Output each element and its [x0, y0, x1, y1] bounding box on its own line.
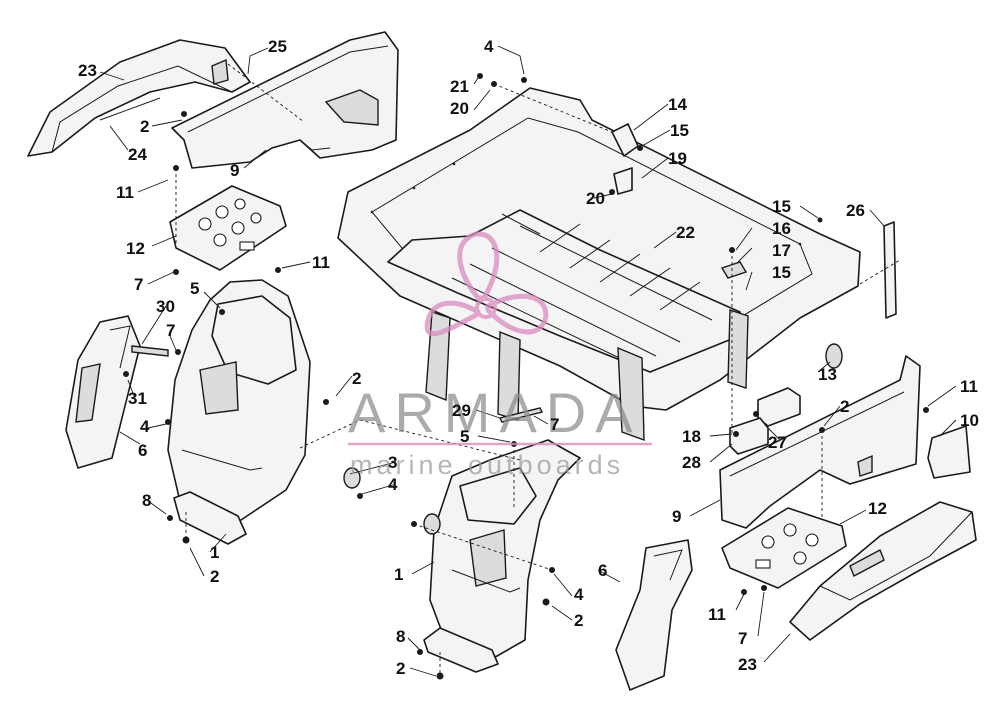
callout-c-2-low: 2 — [574, 611, 583, 630]
callout-c-11-right: 11 — [960, 377, 978, 396]
part-23-right-fender — [789, 501, 977, 641]
part-29-bar — [498, 407, 544, 423]
callout-c-15-mid: 15 — [772, 263, 791, 282]
callout-c-16: 16 — [772, 219, 791, 238]
callout-c-20-mid: 20 — [586, 189, 605, 208]
callout-c-12-right: 12 — [868, 499, 887, 518]
part-16-plate — [720, 261, 748, 279]
logo-petal-icon — [457, 231, 500, 301]
callout-c-18: 18 — [682, 427, 701, 446]
watermark-brand: ARMADA — [348, 381, 642, 444]
callout-c-21: 21 — [450, 77, 469, 96]
watermark-text: ARMADA marine outboards — [348, 381, 652, 480]
callout-c-19: 19 — [668, 149, 687, 168]
callout-c-10: 10 — [960, 411, 979, 430]
part-27-block — [757, 387, 801, 427]
part-1-center-wheel-well — [423, 439, 581, 673]
logo-petal-icon — [485, 293, 549, 335]
callout-c-11-low: 11 — [708, 605, 726, 624]
callout-c-2-center: 2 — [840, 397, 849, 416]
callout-c-1-center: 1 — [394, 565, 403, 584]
logo-petal-icon — [424, 300, 481, 337]
part-22-cargo-box — [337, 87, 861, 442]
callout-c-11-top: 11 — [116, 183, 134, 202]
callout-c-6-center: 6 — [598, 561, 607, 580]
watermark-logo — [424, 231, 549, 337]
callout-c-8-left: 8 — [142, 491, 151, 510]
part-6-left-trim — [65, 315, 141, 469]
part-12-left-plate — [169, 185, 287, 271]
logo-hub-icon — [475, 297, 497, 319]
callout-c-7-mid: 7 — [166, 321, 175, 340]
part-23-left-fender — [27, 39, 251, 157]
callout-c-24: 24 — [128, 145, 147, 164]
part-6-center-trim — [615, 539, 693, 691]
alignment-lines — [175, 63, 901, 676]
callout-c-5-center: 5 — [460, 427, 469, 446]
callout-c-13: 13 — [818, 365, 837, 384]
callout-c-15-top: 15 — [670, 121, 689, 140]
watermark-tagline: marine outboards — [350, 450, 624, 480]
part-10-bracket — [927, 425, 971, 479]
leader-lines — [99, 45, 957, 677]
callout-c-7-left: 7 — [134, 275, 143, 294]
callout-c-29: 29 — [452, 401, 471, 420]
callout-c-14: 14 — [668, 95, 687, 114]
callout-c-31: 31 — [128, 389, 147, 408]
callout-c-2-bot-left: 2 — [210, 567, 219, 586]
part-9-right-panel — [719, 355, 921, 529]
callout-c-28: 28 — [682, 453, 701, 472]
part-1-left-wheel-well — [167, 279, 311, 545]
callout-labels: 23 25 2 24 9 11 12 7 11 5 30 7 31 4 6 2 … — [78, 37, 979, 678]
callout-c-1-left: 1 — [210, 543, 219, 562]
callout-c-23-right: 23 — [738, 655, 757, 674]
callout-c-4-center: 4 — [388, 475, 398, 494]
callout-c-7-center: 7 — [550, 415, 559, 434]
callout-c-9-left: 9 — [230, 161, 239, 180]
callout-c-17: 17 — [772, 241, 791, 260]
callout-c-20-top: 20 — [450, 99, 469, 118]
callout-c-22: 22 — [676, 223, 695, 242]
callout-c-30: 30 — [156, 297, 175, 316]
part-30-bar — [131, 345, 169, 357]
callout-c-15-right: 15 — [772, 197, 791, 216]
part-9-left-panel — [171, 31, 399, 169]
callout-c-4-low: 4 — [574, 585, 584, 604]
part-12-right-plate — [721, 507, 847, 589]
callout-c-3: 3 — [388, 453, 397, 472]
callout-c-6-left: 6 — [138, 441, 147, 460]
callout-c-2-top: 2 — [140, 117, 149, 136]
callout-c-25: 25 — [268, 37, 287, 56]
callout-c-26: 26 — [846, 201, 865, 220]
callout-c-9-right: 9 — [672, 507, 681, 526]
callout-c-7-low: 7 — [738, 629, 747, 648]
callout-c-12-left: 12 — [126, 239, 145, 258]
callout-c-4-left: 4 — [140, 417, 150, 436]
callout-c-11-mid: 11 — [312, 253, 330, 272]
callout-c-27: 27 — [768, 433, 787, 452]
part-26-strip — [883, 221, 897, 319]
callout-c-5-left: 5 — [190, 279, 199, 298]
callout-c-2-mid: 2 — [352, 369, 361, 388]
callout-c-8-center: 8 — [396, 627, 405, 646]
callout-c-23-left: 23 — [78, 61, 97, 80]
callout-c-4-top: 4 — [484, 37, 494, 56]
callout-c-2-bot-center: 2 — [396, 659, 405, 678]
